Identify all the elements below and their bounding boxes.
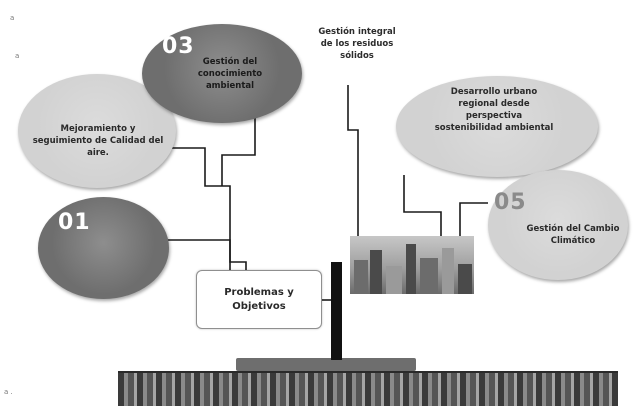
tree-trunk [331, 262, 342, 360]
branch-02 [172, 147, 231, 270]
node-03-bubble [142, 24, 302, 123]
city-photo [350, 236, 474, 294]
photo-building [406, 244, 416, 294]
edge-mark: a [10, 14, 15, 22]
node-development-bubble [396, 76, 598, 177]
node-05-bubble [488, 170, 628, 280]
branch-06 [459, 202, 488, 236]
trunk-plinth [236, 358, 416, 371]
center-label: Problemas y Objetivos [224, 286, 294, 312]
node-03-label: Gestión del conocimiento ambiental [197, 57, 263, 91]
node-01-bubble [38, 197, 169, 299]
branch-03 [221, 95, 256, 186]
edge-mark: a [15, 52, 20, 60]
photo-building [420, 258, 438, 294]
branch-01 [168, 239, 247, 270]
center-box: Problemas y Objetivos [196, 270, 322, 329]
node-development-label: Desarrollo urbano regional desde perspec… [434, 87, 554, 133]
photo-building [354, 260, 368, 294]
node-05-number: 05 [494, 190, 527, 215]
node-04-label: Gestión integral de los residuos sólidos [314, 26, 400, 62]
branch-04 [347, 85, 359, 245]
node-03-number: 03 [162, 34, 195, 59]
photo-building [442, 248, 454, 294]
branch-05 [403, 175, 442, 236]
node-01-number: 01 [58, 210, 91, 235]
photo-building [370, 250, 382, 294]
ground-base [118, 371, 618, 406]
node-05-label: Gestión del Cambio Climático [526, 224, 620, 246]
edge-mark: a . [4, 388, 13, 396]
photo-building [386, 266, 402, 294]
node-02-label: Mejoramiento y seguimiento de Calidad de… [32, 124, 164, 158]
photo-building [458, 264, 472, 294]
